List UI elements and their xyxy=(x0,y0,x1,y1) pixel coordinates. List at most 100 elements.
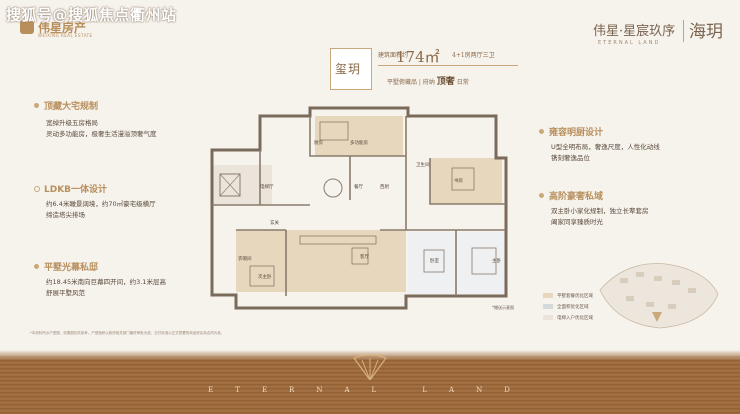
room-count: 4+1房两厅三卫 xyxy=(452,52,495,59)
site-building xyxy=(626,296,634,301)
slogan-part-a: 平墅俯藏品 xyxy=(387,79,418,86)
legend-label: 平墅套餐优化区域 xyxy=(557,294,593,299)
plan-label-kitchen: 厨房 xyxy=(314,139,323,146)
plan-label-multi: 多功能房 xyxy=(350,139,368,146)
bed-icon xyxy=(471,247,497,275)
legend-item: 全面积优化区域 xyxy=(543,304,589,310)
area-value: 174㎡ xyxy=(396,48,440,66)
plan-label-foyer: 玄关 xyxy=(270,219,279,226)
feature-desc-line: 约18.45米南向巨幕四开间，约3.1米层高 xyxy=(46,278,166,286)
feature-title-5: 高阶豪奢私域 xyxy=(549,192,604,202)
plan-label-living: 客厅 xyxy=(360,253,369,260)
bed-icon xyxy=(451,167,475,191)
coffee-table-icon xyxy=(351,247,369,265)
unit-name-box xyxy=(330,48,372,90)
legend-item: 平墅套餐优化区域 xyxy=(543,293,593,299)
site-building xyxy=(620,278,628,283)
legend-swatch xyxy=(543,293,553,298)
inner-walls xyxy=(212,116,506,296)
logo-sub: WEIXING REAL ESTATE xyxy=(38,33,93,38)
plan-label-study: 书房 xyxy=(454,177,463,184)
feature-title-1: 顶藏大宅规制 xyxy=(44,102,99,112)
zone-master-highlight xyxy=(430,158,502,204)
north-note: *赠送示意图 xyxy=(492,305,514,310)
plan-label-dining: 餐厅 xyxy=(354,183,363,190)
slogan-part-b: 府纳 xyxy=(422,79,435,86)
legend-label: 全面积优化区域 xyxy=(557,305,589,310)
outer-wall xyxy=(210,106,508,310)
plan-label-senior: 次主卧 xyxy=(258,273,272,280)
site-outline xyxy=(599,263,719,329)
legend-swatch xyxy=(543,315,553,320)
feature-dot-icon xyxy=(539,193,544,198)
site-building xyxy=(668,304,676,309)
logo-mark-icon xyxy=(20,20,34,34)
site-map-thumbnail xyxy=(599,263,719,329)
plan-label-wardrobe: 衣帽间 xyxy=(238,255,252,262)
area-label: 建筑面积约 xyxy=(378,52,409,59)
site-building xyxy=(646,302,654,307)
brand-logo-text: 海玥 xyxy=(689,22,723,42)
slogan-emphasis: 顶奢 xyxy=(436,77,455,87)
legend-swatch xyxy=(543,304,553,309)
feature-desc-5: 双主卧小家化规制，独立长辈套房 阖家同享臻质时光 xyxy=(551,206,649,228)
feature-desc-line: 宽绰升级五房格局 xyxy=(46,119,98,127)
feature-desc-line: 灵动多功能房，极奢生活漫溢顶奢气度 xyxy=(46,130,157,138)
feature-desc-2: 约6.4米瞰景阔境，约70㎡豪宅级横厅 缔造塔尖排场 xyxy=(46,199,156,221)
unit-name: 玺玥 xyxy=(335,62,362,76)
location-marker-icon xyxy=(652,312,662,322)
dining-table-icon xyxy=(323,178,343,198)
sofa-icon xyxy=(299,235,377,245)
feature-dot-icon xyxy=(539,129,544,134)
developer-logo: 伟星房产 WEIXING REAL ESTATE xyxy=(20,18,102,38)
feature-title-2: LDKB一体设计 xyxy=(44,185,108,195)
zone-senior-highlight xyxy=(236,230,288,292)
feature-dot-icon xyxy=(34,264,39,269)
band-title: ETERNAL LAND xyxy=(208,386,532,394)
plan-label-bath: 卫生间 xyxy=(416,161,430,168)
fan-ornament-icon xyxy=(353,354,387,380)
elevator-cross-icon xyxy=(219,173,241,197)
plan-label-elevator: 电梯厅 xyxy=(260,183,274,190)
project-subtitle: ETERNAL LAND xyxy=(598,40,661,46)
slogan-part-d: 日常 xyxy=(456,79,469,86)
watermark: 搜狐号@搜狐焦点衢州站 xyxy=(6,6,177,24)
zone-multi-highlight xyxy=(315,116,403,156)
feature-desc-line: 约6.4米瞰景阔境，约70㎡豪宅级横厅 xyxy=(46,200,156,208)
feature-dot-icon xyxy=(34,103,39,108)
bed-icon xyxy=(249,265,275,287)
header-divider xyxy=(378,65,518,66)
project-title: 伟星·星宸玖序 xyxy=(593,24,676,39)
bed-icon xyxy=(319,121,349,141)
elevator-icon xyxy=(219,173,241,197)
zone-elevator-highlight xyxy=(212,165,272,205)
feature-desc-4: U型全明布局，奢逸尺度，人性化动线 镌刻奢逸品位 xyxy=(551,142,660,164)
site-building xyxy=(672,280,680,285)
zone-living-highlight xyxy=(286,230,406,292)
plan-label-master: 主卧 xyxy=(492,257,501,264)
plan-label-west-kitchen: 西厨 xyxy=(380,184,389,190)
feature-desc-line: 镌刻奢逸品位 xyxy=(551,154,590,162)
floor-plan: 厨房 多功能房 餐厅 西厨 电梯厅 玄关 衣帽间 客厅 卧室 主卧 卫生间 次主… xyxy=(210,106,508,310)
feature-dot-icon xyxy=(34,186,40,192)
legend-item: 电梯入户优化区域 xyxy=(543,315,593,321)
disclaimer: *本资料所示户型图、效果图仅供参考，户型面积以政府相关部门最终审批为准，交付标准… xyxy=(30,331,225,335)
logo-name: 伟星房产 xyxy=(38,21,87,35)
site-building xyxy=(636,272,644,277)
brand-divider xyxy=(683,20,684,42)
legend-label: 电梯入户优化区域 xyxy=(557,316,593,321)
feature-title-4: 雍容明厨设计 xyxy=(549,128,604,138)
feature-desc-line: U型全明布局，奢逸尺度，人性化动线 xyxy=(551,143,660,151)
feature-desc-line: 舒展平墅风范 xyxy=(46,289,85,297)
unit-slogan: 平墅俯藏品 | 府纳 顶奢 日常 xyxy=(387,77,469,87)
feature-desc-line: 缔造塔尖排场 xyxy=(46,211,85,219)
plan-label-bedroom: 卧室 xyxy=(430,257,439,264)
site-building xyxy=(688,288,696,293)
site-building xyxy=(654,276,662,281)
bed-icon xyxy=(423,249,445,273)
feature-desc-3: 约18.45米南向巨幕四开间，约3.1米层高 舒展平墅风范 xyxy=(46,277,166,299)
feature-desc-line: 阖家同享臻质时光 xyxy=(551,218,603,226)
feature-desc-line: 双主卧小家化规制，独立长辈套房 xyxy=(551,207,649,215)
feature-title-3: 平墅光幕私邸 xyxy=(44,263,99,273)
feature-desc-1: 宽绰升级五房格局 灵动多功能房，极奢生活漫溢顶奢气度 xyxy=(46,118,157,140)
